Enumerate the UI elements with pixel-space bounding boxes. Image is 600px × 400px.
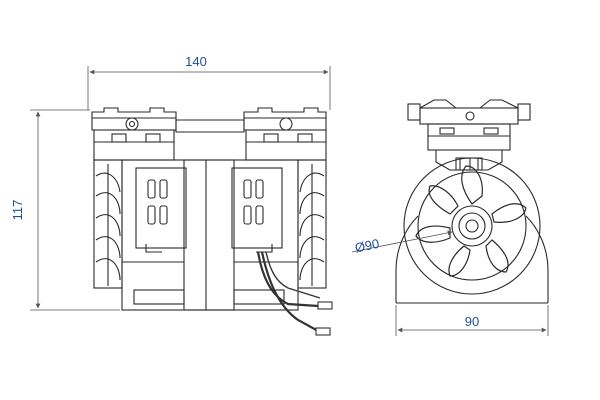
side-housing-inner bbox=[417, 171, 527, 281]
side-neck bbox=[435, 150, 503, 171]
side-base bbox=[395, 215, 549, 304]
side-hub-inner bbox=[465, 219, 479, 233]
front-cables bbox=[256, 251, 333, 336]
dimensions bbox=[30, 66, 549, 336]
dim-label-diameter: Ø90 bbox=[353, 236, 380, 256]
dim-label-140: 140 bbox=[185, 54, 207, 69]
front-head-blocks bbox=[93, 129, 327, 161]
front-main-body bbox=[121, 159, 299, 311]
front-top-head bbox=[91, 107, 327, 133]
side-hub-outer bbox=[451, 205, 493, 247]
side-housing-outer bbox=[403, 157, 541, 295]
dim-label-117: 117 bbox=[10, 200, 25, 221]
side-top-head bbox=[407, 99, 531, 151]
dimension-labels: 140 117 Ø90 90 bbox=[10, 54, 479, 329]
side-view bbox=[395, 99, 549, 304]
side-hub-mid bbox=[458, 212, 486, 240]
dim-label-90: 90 bbox=[465, 314, 479, 329]
dim-diameter-leader bbox=[351, 230, 453, 253]
side-fan-blades bbox=[415, 165, 527, 277]
front-view bbox=[91, 107, 333, 336]
front-right-fan bbox=[297, 159, 327, 289]
front-left-fan bbox=[93, 159, 123, 289]
